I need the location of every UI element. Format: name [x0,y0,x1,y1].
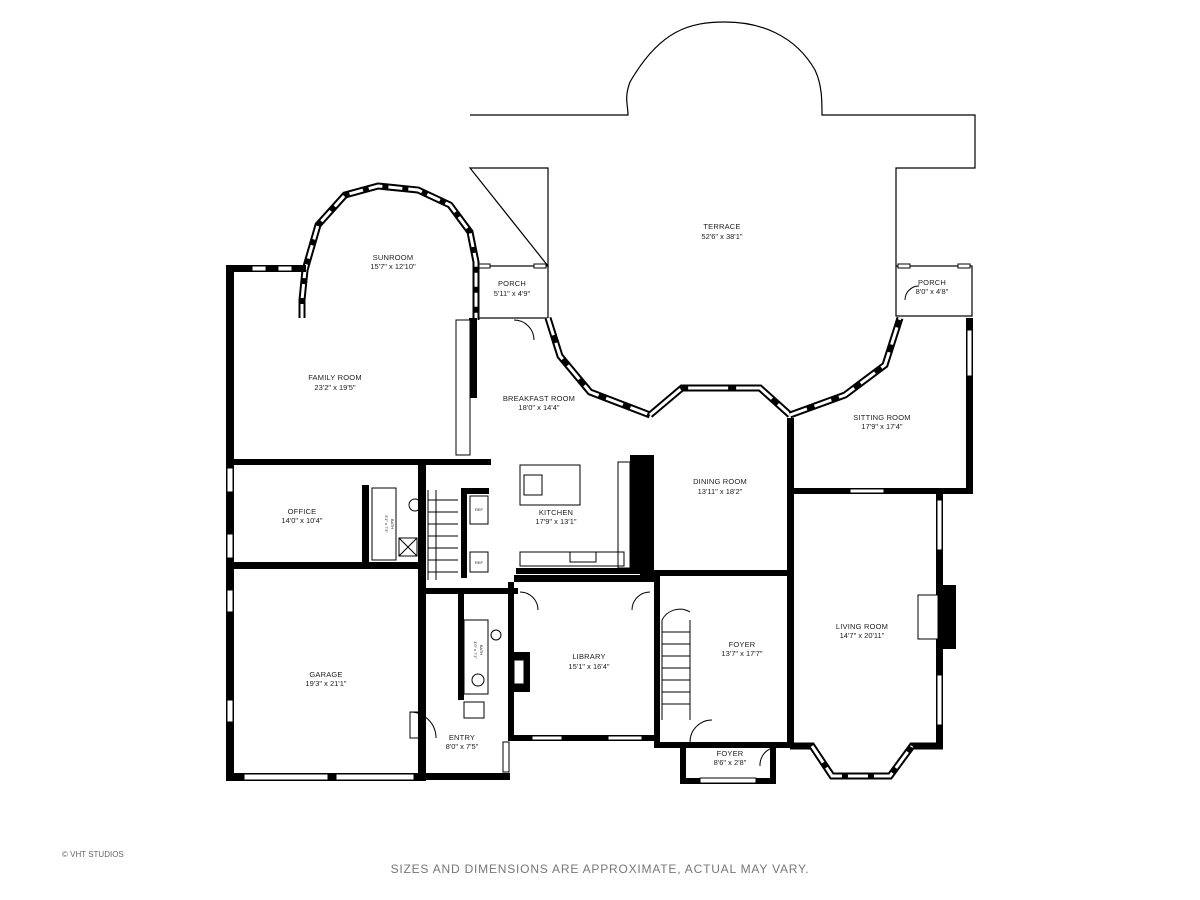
family-room-dims: 23'2" x 19'5" [314,383,355,392]
bath-fixtures [371,487,502,719]
porch-left-dims: 5'11" x 4'9" [494,289,531,298]
foyer-small-dims: 8'6" x 2'8" [714,758,747,767]
bath-upper-name: BATH [390,519,395,529]
library-dims: 15'1" x 16'4" [568,662,609,671]
foyer-main-dims: 13'7" x 17'7" [721,649,762,658]
dining-room-dims: 13'11" x 18'2" [698,487,743,496]
kitchen-name: KITCHEN [539,508,573,517]
dining-room-name: DINING ROOM [693,477,747,486]
sunroom-dims: 15'7" x 12'10" [370,262,416,271]
terrace-name: TERRACE [703,222,740,231]
porch-right [895,263,973,317]
living-room-dims: 14'7" x 20'11" [840,631,885,640]
foyer-small-name: FOYER [717,749,744,758]
porch-right-name: PORCH [918,278,946,287]
foyer-main-name: FOYER [729,640,756,649]
disclaimer-text: SIZES AND DIMENSIONS ARE APPROXIMATE, AC… [390,862,810,876]
kitchen-dims: 17'9" x 13'1" [535,517,576,526]
windows [226,265,973,781]
doors [409,319,773,767]
stairs [427,490,691,720]
credit-text: © VHT STUDIOS [62,850,124,859]
library-fireplace [508,652,530,692]
porch-left-name: PORCH [498,279,526,288]
garage-dims: 19'3" x 21'1" [305,679,346,688]
bath-lower-dims: 4'0" x 7'1" [473,641,478,659]
sitting-room-dims: 17'9" x 17'4" [861,422,902,431]
family-room-name: FAMILY ROOM [308,373,362,382]
sunroom-bay [298,182,480,320]
entry-name: ENTRY [449,733,475,742]
living-room-name: LIVING ROOM [836,622,888,631]
entry-dims: 8'0" x 7'5" [446,742,479,751]
ref-label: REF [475,507,484,512]
exterior-walls [226,265,973,784]
breakfast-room-dims: 18'0" x 14'4" [518,403,559,412]
terrace-outline [468,21,976,268]
sitting-room-name: SITTING ROOM [853,413,910,422]
library-name: LIBRARY [572,652,605,661]
bath-lower-name: BATH [479,645,484,655]
office-dims: 14'0" x 10'4" [281,516,322,525]
breakfast-room-name: BREAKFAST ROOM [503,394,575,403]
office-name: OFFICE [288,507,317,516]
sunroom-name: SUNROOM [373,253,414,262]
oven-label: REF [475,560,484,565]
terrace-dims: 52'6" x 38'1" [701,232,742,241]
bath-upper-dims: 5'1" x 7'3" [384,515,389,533]
kitchen-fixtures [469,461,631,573]
room-labels: TERRACE 52'6" x 38'1" PORCH 5'11" x 4'9"… [281,222,948,767]
garage-name: GARAGE [309,670,342,679]
porch-right-dims: 8'0" x 4'8" [916,287,949,296]
